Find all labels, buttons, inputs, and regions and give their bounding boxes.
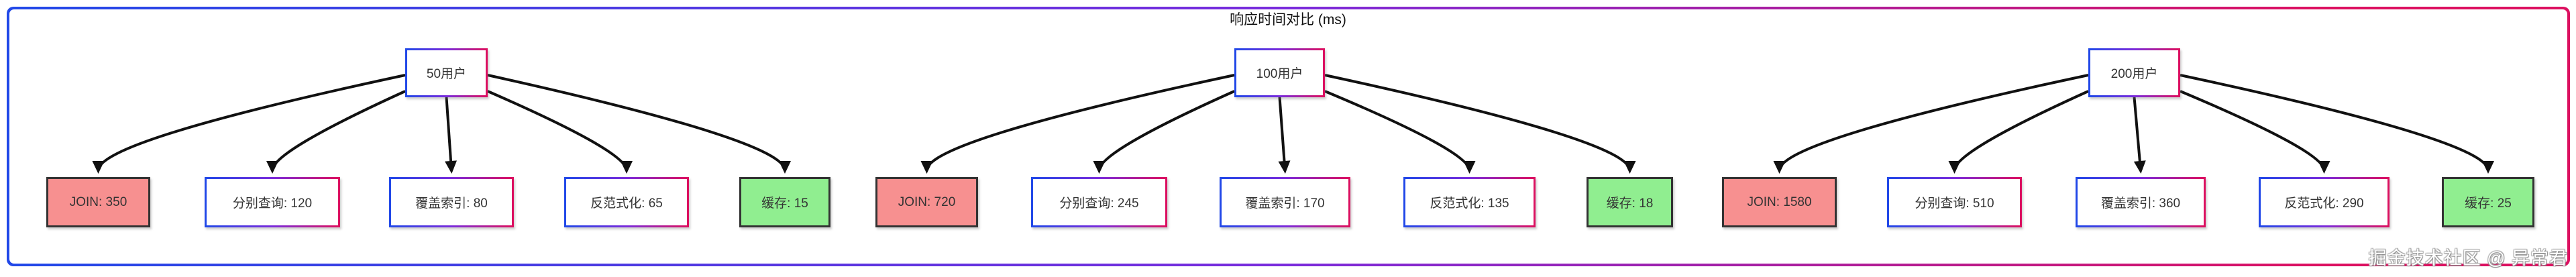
leaf-node: 覆盖索引: 360 — [2076, 177, 2206, 227]
leaf-node-label: 覆盖索引: 170 — [1245, 197, 1325, 211]
edge — [1773, 74, 2089, 174]
edge — [1324, 74, 1636, 174]
edge — [266, 90, 406, 174]
leaf-node: 分别查询: 510 — [1887, 177, 2022, 227]
parent-node: 200用户 — [2088, 48, 2180, 97]
leaf-node: 分别查询: 245 — [1031, 177, 1167, 227]
leaf-node-label: JOIN: 1580 — [1747, 195, 1812, 209]
leaf-node-label: 分别查询: 510 — [1915, 197, 1994, 211]
edge — [1278, 97, 1291, 174]
leaf-node-label: 分别查询: 245 — [1059, 197, 1139, 211]
edge — [2133, 97, 2146, 174]
leaf-node: 缓存: 25 — [2442, 177, 2534, 227]
edge — [1324, 90, 1476, 174]
leaf-node: 缓存: 18 — [1587, 177, 1673, 227]
parent-node-label: 200用户 — [2110, 67, 2158, 81]
leaf-node-label: 缓存: 25 — [2465, 197, 2512, 211]
edge — [2180, 74, 2494, 174]
edge — [2180, 90, 2330, 174]
edge — [487, 74, 791, 174]
leaf-node: 覆盖索引: 170 — [1220, 177, 1350, 227]
leaf-node-label: 覆盖索引: 80 — [415, 197, 488, 211]
edge — [920, 74, 1235, 174]
leaf-node-label: JOIN: 350 — [69, 195, 127, 209]
edge — [92, 74, 406, 174]
leaf-node: 覆盖索引: 80 — [389, 177, 514, 227]
leaf-node-label: 缓存: 15 — [761, 197, 808, 211]
leaf-node-label: 覆盖索引: 360 — [2100, 197, 2181, 211]
edge — [445, 97, 458, 174]
parent-node: 50用户 — [405, 48, 488, 97]
parent-node-label: 100用户 — [1256, 67, 1303, 81]
leaf-node: 分别查询: 120 — [205, 177, 340, 227]
diagram-title: 响应时间对比 (ms) — [1230, 12, 1346, 27]
leaf-node: JOIN: 1580 — [1722, 177, 1837, 227]
edge — [487, 90, 633, 174]
leaf-node: JOIN: 350 — [46, 177, 150, 227]
leaf-node-label: 反范式化: 135 — [1430, 197, 1509, 211]
leaf-node: 缓存: 15 — [739, 177, 830, 227]
edge — [1093, 90, 1235, 174]
leaf-node-label: 缓存: 18 — [1606, 197, 1654, 211]
leaf-node: 反范式化: 135 — [1403, 177, 1536, 227]
watermark: 掘金技术社区 @ 异常君 — [2368, 248, 2568, 268]
leaf-node-label: JOIN: 720 — [898, 195, 956, 209]
leaf-node: 反范式化: 65 — [564, 177, 689, 227]
parent-node-label: 50用户 — [426, 67, 467, 81]
leaf-node: 反范式化: 290 — [2259, 177, 2390, 227]
leaf-node-label: 反范式化: 290 — [2284, 197, 2364, 211]
leaf-node-label: 反范式化: 65 — [590, 197, 663, 211]
edge — [1948, 90, 2089, 174]
leaf-node-label: 分别查询: 120 — [232, 197, 313, 211]
parent-node: 100用户 — [1234, 48, 1325, 97]
leaf-node: JOIN: 720 — [875, 177, 978, 227]
